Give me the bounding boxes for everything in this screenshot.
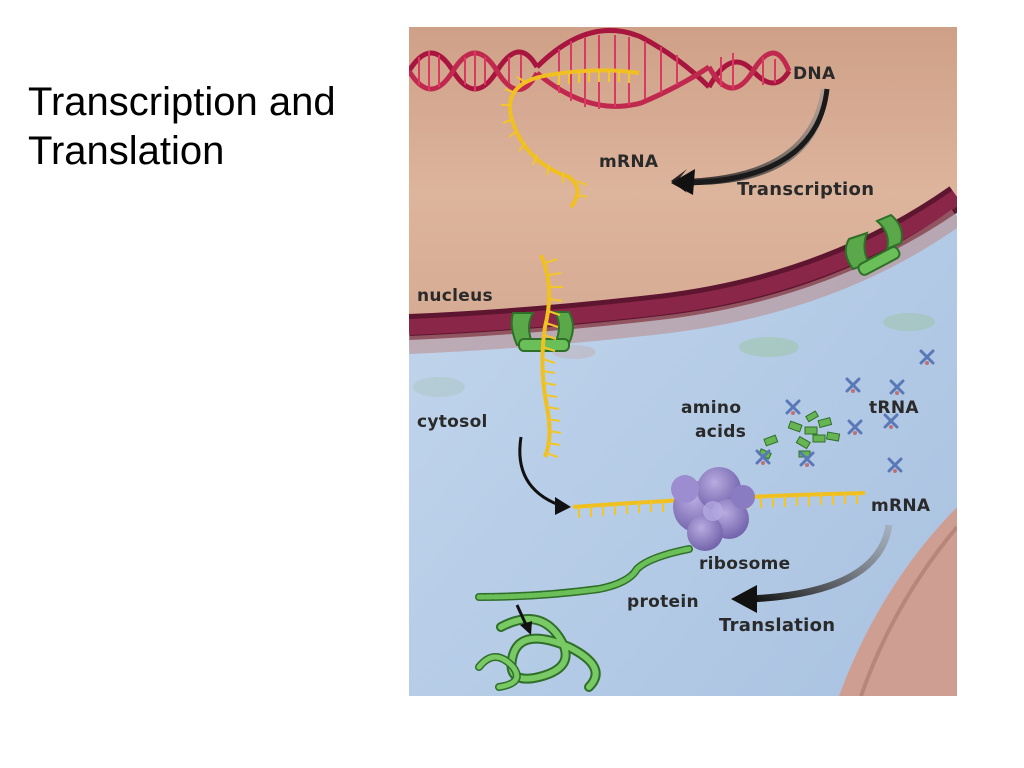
cytosol-arrow-head (555, 497, 571, 515)
ribosome (671, 467, 755, 551)
protein-chain (475, 545, 693, 601)
cell-membrane-edge (859, 525, 957, 696)
translation-arrow (748, 524, 893, 603)
transcription-arrow-shaft (686, 88, 830, 186)
nuclear-envelope-inner (409, 190, 957, 335)
label-cytosol: cytosol (417, 412, 488, 432)
label-amino: amino (681, 398, 741, 418)
label-trna: tRNA (869, 398, 919, 418)
trna-molecules (755, 349, 935, 473)
cell-membrane-region (839, 507, 957, 696)
folding-arrow-head (520, 621, 532, 635)
nuclear-pore-left (510, 311, 574, 352)
label-transcription: Transcription (737, 179, 874, 200)
label-mrna-top: mRNA (599, 152, 659, 172)
folded-protein (475, 614, 601, 692)
slide-title: Transcription and Translation (28, 78, 398, 176)
label-protein: protein (627, 592, 699, 612)
label-ribosome: ribosome (699, 554, 791, 574)
mrna-strand-transcribing (501, 68, 640, 209)
cytosol-arrow (518, 436, 560, 507)
label-nucleus: nucleus (417, 286, 493, 306)
membrane-blob (739, 337, 799, 357)
slide-title-line-1: Transcription and (28, 80, 336, 124)
transcription-arrow-head (671, 169, 695, 195)
mrna-strand-export (539, 254, 563, 458)
slide-title-line-2: Translation (28, 129, 225, 173)
translation-arrow-head (731, 585, 757, 613)
label-translation: Translation (719, 615, 835, 636)
figure-canvas: DNA mRNA Transcription nucleus cytosol a… (409, 27, 957, 696)
label-dna: DNA (793, 64, 836, 84)
label-acids: acids (695, 422, 746, 442)
amino-acids (758, 410, 841, 460)
nuclear-pore-right (844, 213, 903, 276)
membrane-blob (883, 313, 935, 331)
transcription-translation-figure: DNA mRNA Transcription nucleus cytosol a… (409, 27, 957, 696)
label-mrna-bottom: mRNA (871, 496, 931, 516)
membrane-blob (413, 377, 465, 397)
